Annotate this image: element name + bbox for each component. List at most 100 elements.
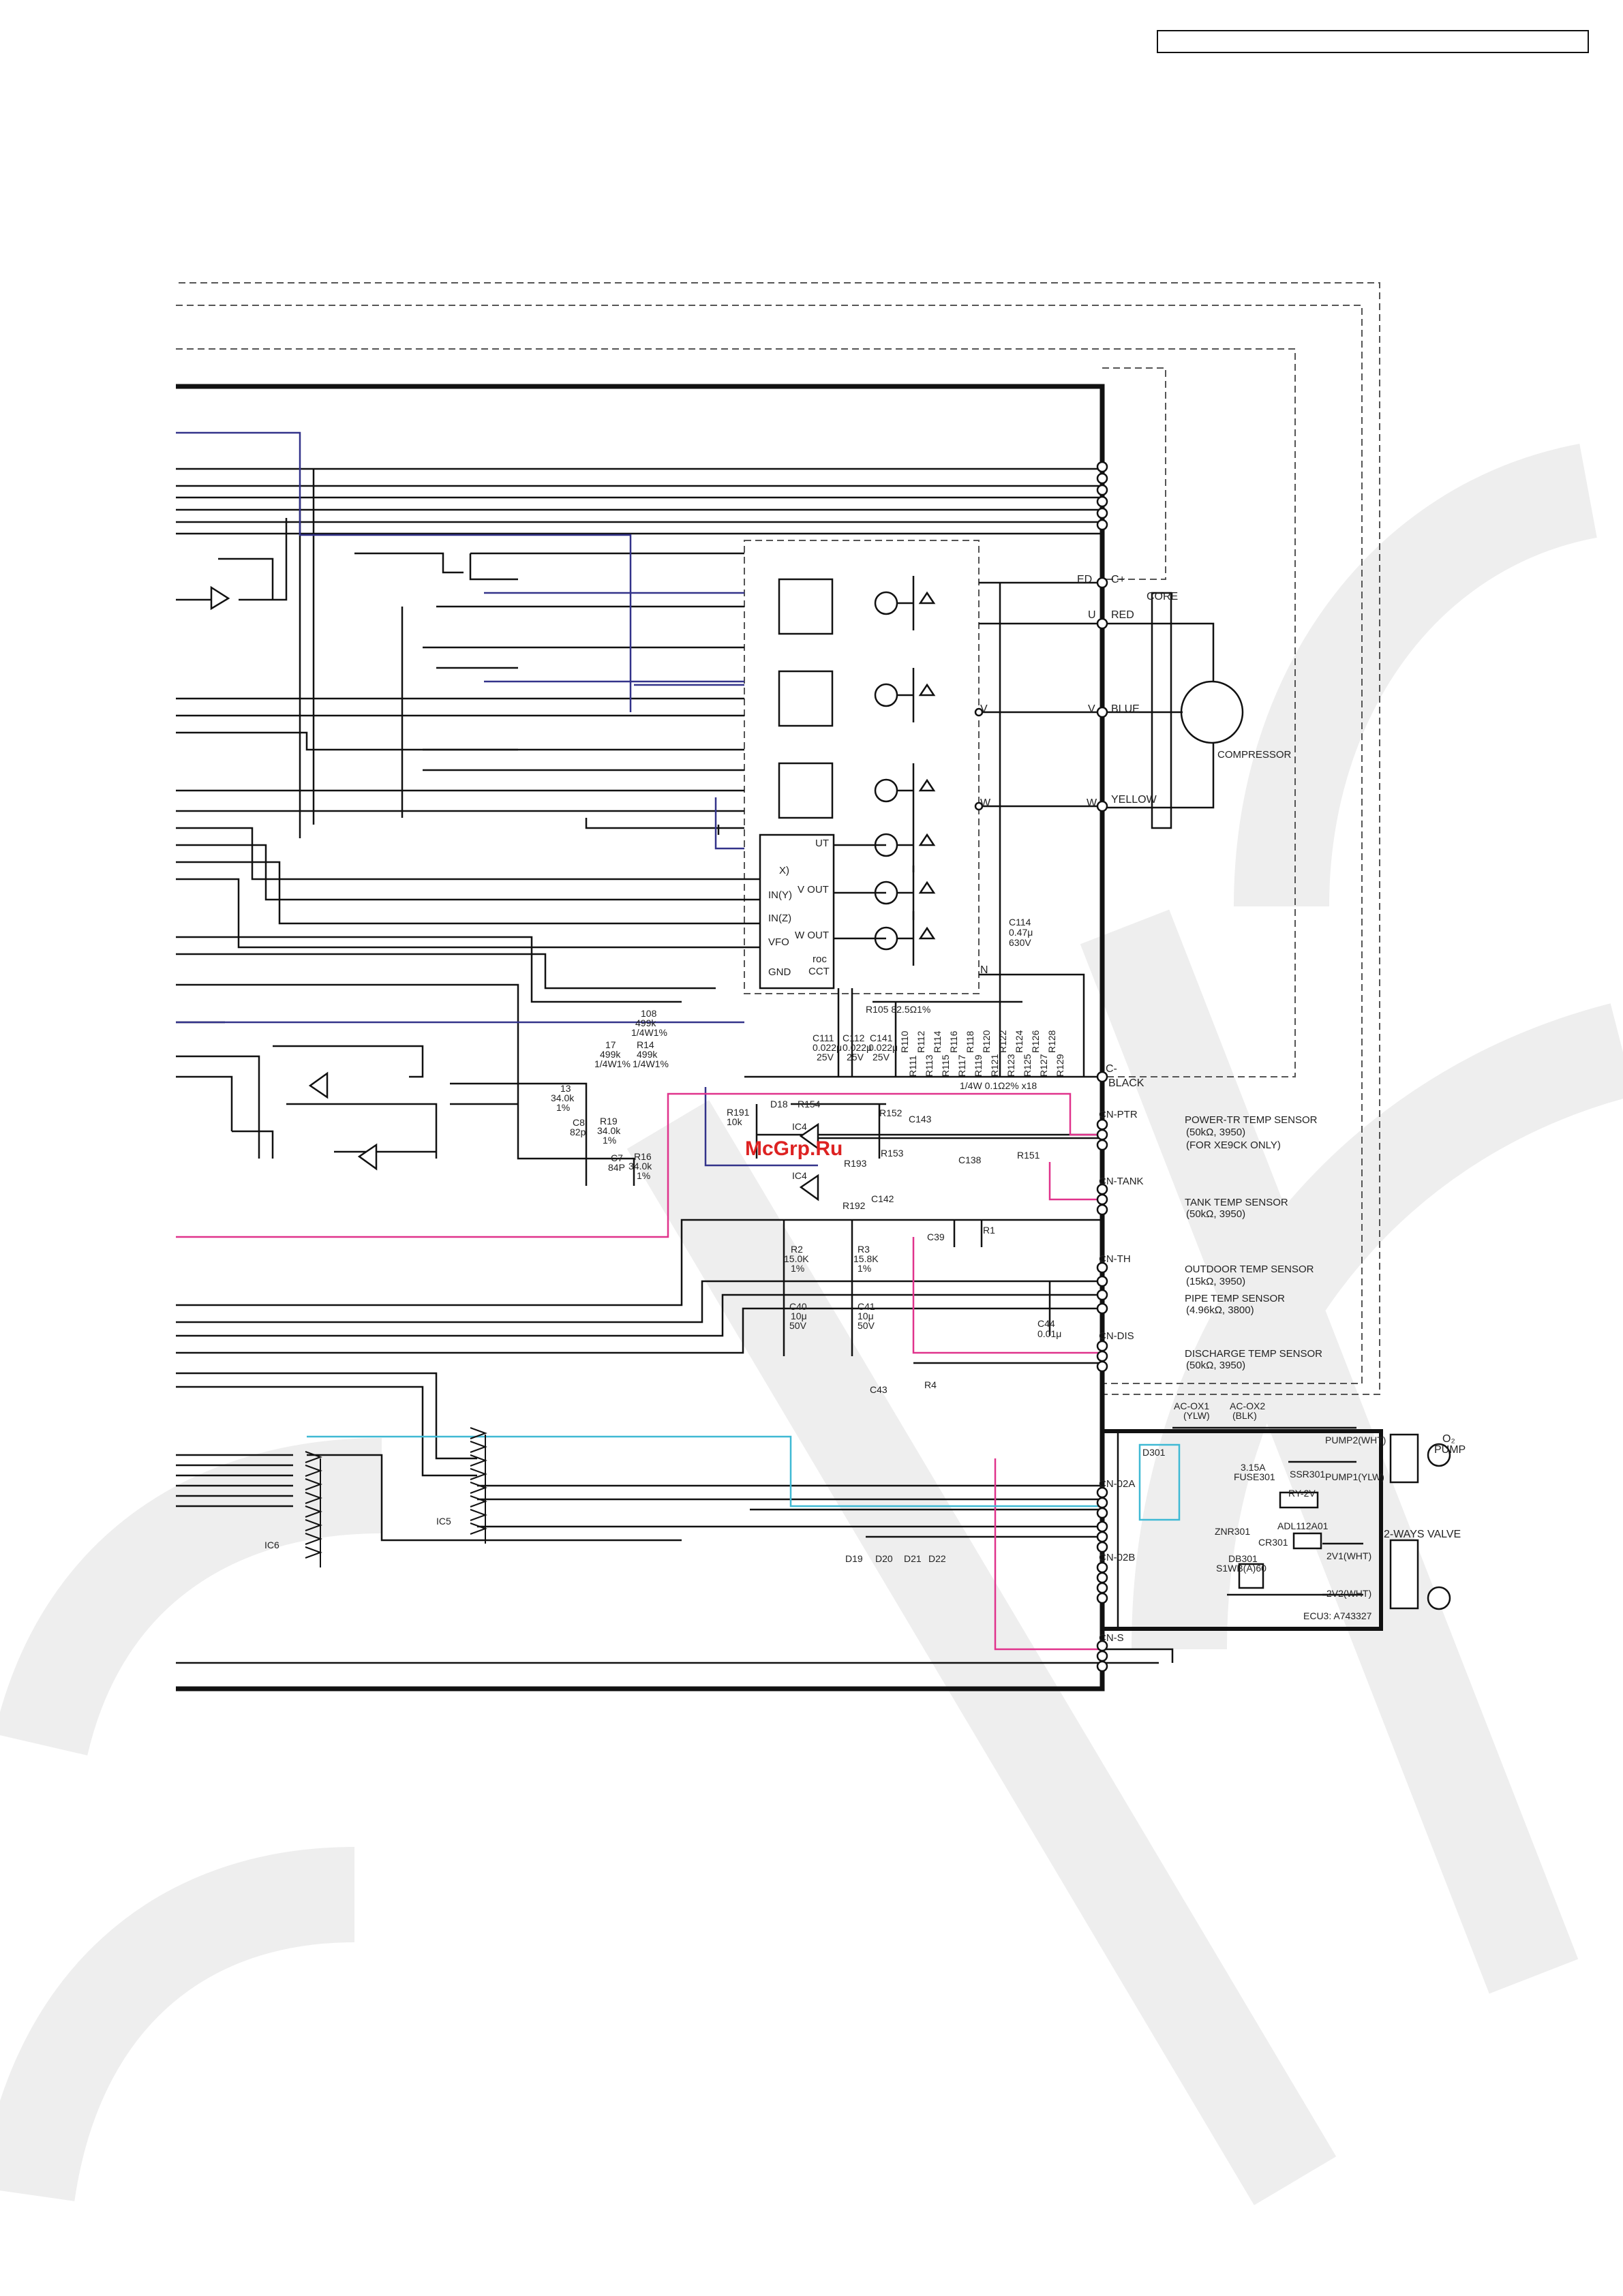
- wire-segment: [307, 1454, 682, 1542]
- c112-rating: 25V: [847, 1052, 864, 1062]
- ic6-label: IC6: [264, 1540, 279, 1550]
- pump-label: PUMP: [1434, 1444, 1466, 1456]
- connector-pin: [1096, 1520, 1108, 1533]
- cn-s-label: CN-S: [1099, 1632, 1124, 1644]
- signal-wires: [176, 468, 1363, 1664]
- term-v-in: V: [980, 703, 988, 715]
- sensor-outdoor-title: OUTDOOR TEMP SENSOR: [1185, 1264, 1314, 1275]
- c141-label: C141: [870, 1032, 893, 1043]
- connector-pin: [1096, 1118, 1108, 1131]
- ic-pin: [305, 1546, 322, 1559]
- connector-pin: [1096, 1275, 1108, 1287]
- sensor-ptr-value: (50kΩ, 3950): [1186, 1127, 1245, 1138]
- sensor-ptr-title: POWER-TR TEMP SENSOR: [1185, 1114, 1318, 1126]
- connector-pin: [1096, 472, 1108, 485]
- connector-pin: [1096, 1129, 1108, 1141]
- shunt-label: R123: [1005, 1054, 1016, 1077]
- shunt-label: R116: [948, 1030, 959, 1053]
- r17-value: 499k: [600, 1049, 621, 1060]
- sensor-tank-title: TANK TEMP SENSOR: [1185, 1197, 1288, 1208]
- ic-pin: [470, 1509, 487, 1521]
- ic5-label: IC5: [436, 1516, 451, 1527]
- c41-label: C41: [858, 1301, 875, 1312]
- r19-label: R19: [600, 1116, 618, 1127]
- ry2v-label: RY-2V: [1288, 1488, 1316, 1499]
- pin-gnd: GND: [768, 966, 791, 978]
- diode-symbol: [918, 683, 936, 697]
- v1-label: 2V1(WHT): [1326, 1550, 1371, 1561]
- pump1-label: PUMP1(YLW): [1325, 1471, 1384, 1482]
- sensor-pipe-value: (4.96kΩ, 3800): [1186, 1304, 1254, 1316]
- cn-dis-label: CN-DIS: [1099, 1330, 1134, 1342]
- sensor-discharge-title: DISCHARGE TEMP SENSOR: [1185, 1348, 1322, 1360]
- wire-segment: [450, 1082, 588, 1186]
- diode-symbol: [918, 833, 936, 846]
- r1-label: R1: [983, 1225, 995, 1236]
- c141-rating: 25V: [873, 1052, 890, 1062]
- node-dot: [974, 707, 984, 717]
- shunt-label: R118: [965, 1030, 975, 1053]
- connector-pin: [1096, 1497, 1108, 1509]
- main-pcb-boundary: [176, 384, 1383, 1692]
- connector-pin: [1096, 495, 1108, 508]
- wire-segment: [176, 936, 682, 1003]
- term-ed: ED: [1077, 574, 1092, 585]
- r14-value: 499k: [637, 1049, 658, 1060]
- d20-label: D20: [875, 1553, 893, 1564]
- r16-rating: 1%: [637, 1170, 650, 1181]
- background-watermark: [0, 444, 1623, 2205]
- transistor-symbol: [874, 683, 898, 707]
- acox1-color: (YLW): [1183, 1410, 1210, 1421]
- r2-rating: 1%: [791, 1263, 804, 1274]
- term-n: N: [980, 964, 988, 976]
- cn-th-label: CN-TH: [1099, 1253, 1131, 1265]
- term-blue: BLUE: [1111, 703, 1140, 715]
- r2-value: 15.0K: [784, 1253, 809, 1264]
- shunt-note: 1/4W 0.1Ω2% x18: [960, 1080, 1037, 1091]
- c43-label: C43: [870, 1384, 888, 1395]
- r19-rating: 1%: [603, 1135, 616, 1146]
- db301-value: S1WB(A)60: [1216, 1563, 1266, 1574]
- diode-symbol: [918, 591, 936, 604]
- wire-segment: [273, 1045, 424, 1078]
- connector-pins: [974, 461, 1108, 1672]
- r191-value: 10k: [727, 1116, 743, 1127]
- c8-value: 82p: [570, 1127, 586, 1137]
- r154-label: R154: [798, 1099, 821, 1109]
- c7-label: C7: [611, 1152, 623, 1163]
- r16-value: 34.0k: [628, 1161, 652, 1172]
- pin-vout: V OUT: [798, 884, 829, 896]
- connector-pin: [1096, 1561, 1108, 1574]
- connector-pin: [1096, 1340, 1108, 1352]
- shunt-label: R127: [1038, 1054, 1049, 1077]
- shunt-label: R122: [997, 1030, 1008, 1053]
- pin-x: X): [779, 865, 789, 876]
- ic4b-label: IC4: [792, 1170, 807, 1181]
- connector-pin: [1096, 800, 1108, 812]
- connector-pin: [1096, 1139, 1108, 1151]
- dashed-boundaries: [176, 282, 1380, 1395]
- shunt-label: R121: [989, 1054, 1000, 1077]
- ic-pin: [470, 1441, 487, 1453]
- acox1-label: AC-OX1: [1174, 1400, 1209, 1411]
- r152-label: R152: [879, 1107, 902, 1118]
- shunt-label: R111: [907, 1055, 918, 1077]
- blue-wires: [176, 431, 818, 1167]
- wire-segment: [469, 553, 518, 581]
- sensor-tank-value: (50kΩ, 3950): [1186, 1208, 1245, 1220]
- wire-segment: [176, 1294, 1102, 1337]
- r193-label: R193: [844, 1158, 867, 1169]
- wire-segment: [176, 731, 744, 751]
- pin-inz: IN(Z): [768, 913, 791, 924]
- wire-segment: [286, 1103, 438, 1159]
- c111-value: 0.022μ: [813, 1042, 842, 1053]
- c138-label: C138: [958, 1154, 982, 1165]
- r13-label: 13: [560, 1083, 571, 1094]
- r108-rating: 1/4W1%: [631, 1027, 667, 1038]
- sensor-pipe-title: PIPE TEMP SENSOR: [1185, 1293, 1285, 1304]
- c111-rating: 25V: [817, 1052, 834, 1062]
- wire-segment: [176, 1307, 1102, 1354]
- wire-segment: [232, 1130, 274, 1159]
- transistor-lead: [897, 818, 915, 872]
